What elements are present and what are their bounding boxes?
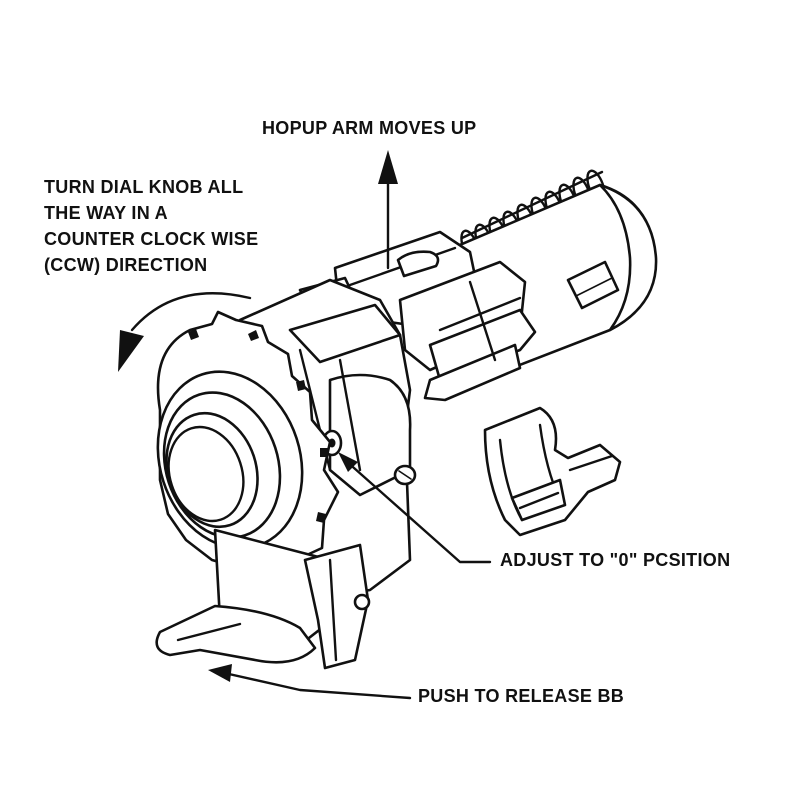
adjust-label: ADJUST TO "0" PCSITION (500, 550, 731, 570)
ccw-arrow (118, 292, 252, 372)
push-label: PUSH TO RELEASE BB (418, 686, 625, 706)
hopup-rubber-piece (483, 406, 622, 537)
release-lever (155, 528, 371, 670)
turn-dial-line-2: THE WAY IN A (44, 203, 168, 223)
adjust-leader-line (338, 452, 492, 564)
up-arrow (378, 150, 398, 270)
turn-dial-line-3: COUNTER CLOCK WISE (44, 229, 259, 249)
central-block (398, 260, 537, 402)
turn-dial-line-1: TURN DIAL KNOB ALL (44, 177, 244, 197)
turn-dial-label: TURN DIAL KNOB ALL THE WAY IN A COUNTER … (44, 174, 258, 278)
turn-dial-line-4: (CCW) DIRECTION (44, 255, 208, 275)
hopup-arm-label: HOPUP ARM MOVES UP (262, 118, 477, 138)
dial-knob (156, 310, 340, 574)
push-leader-line (208, 664, 412, 700)
